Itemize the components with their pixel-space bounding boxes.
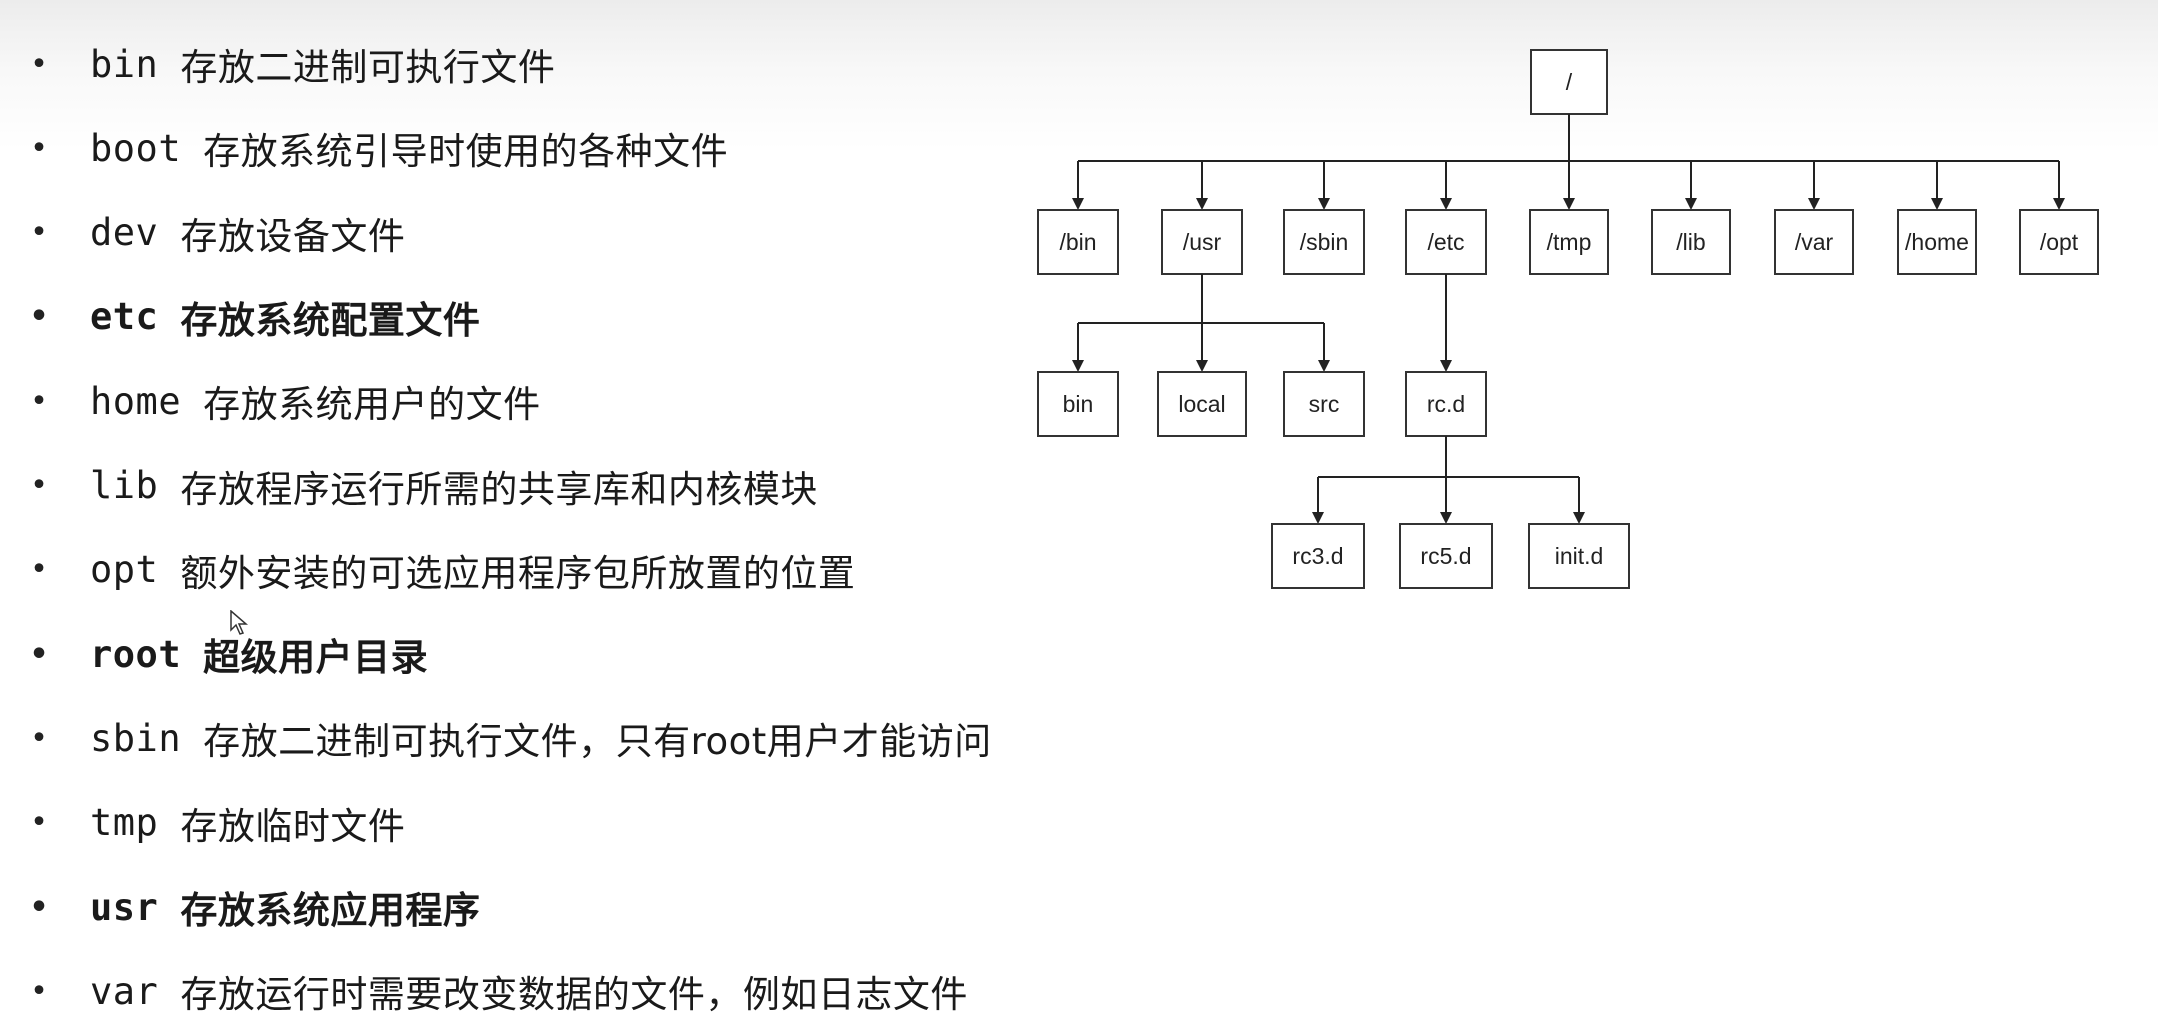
list-item-opt: • opt 额外安装的可选应用程序包所放置的位置 bbox=[30, 540, 855, 600]
directory-description: 存放二进制可执行文件 bbox=[180, 46, 556, 89]
bullet-icon: • bbox=[30, 720, 49, 756]
directory-name: boot bbox=[90, 126, 182, 170]
arrow-level1-3 bbox=[1440, 198, 1452, 210]
directory-description: 存放系统引导时使用的各种文件 bbox=[203, 130, 729, 174]
list-item-tmp: • tmp 存放临时文件 bbox=[30, 793, 405, 853]
node-level1-5-label: /lib bbox=[1676, 229, 1705, 255]
node-etc-child-0-box bbox=[1405, 371, 1487, 437]
directory-description: 存放临时文件 bbox=[180, 804, 406, 848]
node-level1-7-box bbox=[1897, 209, 1977, 275]
arrow-etc-0 bbox=[1440, 360, 1452, 372]
directory-description: 存放系统用户的文件 bbox=[203, 383, 541, 427]
arrow-level1-1 bbox=[1196, 198, 1208, 210]
node-level1-2-box bbox=[1283, 209, 1365, 275]
node-level1-7-label: /home bbox=[1905, 229, 1969, 255]
directory-name: usr bbox=[90, 885, 159, 929]
bullet-icon: • bbox=[30, 973, 49, 1009]
node-rcd-child-0-label: rc3.d bbox=[1292, 543, 1343, 569]
arrow-level1-0 bbox=[1072, 198, 1084, 210]
node-rcd-child-2-label: init.d bbox=[1555, 543, 1604, 569]
mouse-cursor-icon bbox=[230, 610, 249, 635]
arrow-level1-6 bbox=[1808, 198, 1820, 210]
directory-name: sbin bbox=[90, 716, 182, 760]
directory-description: 超级用户目录 bbox=[203, 636, 429, 680]
arrow-level1-7 bbox=[1931, 198, 1943, 210]
node-rcd-child-0-box bbox=[1271, 523, 1365, 589]
node-level1-4-label: /tmp bbox=[1547, 229, 1592, 255]
list-item-dev: • dev 存放设备文件 bbox=[30, 203, 405, 263]
node-rcd-child-2-box bbox=[1528, 523, 1630, 589]
directory-name: root bbox=[90, 632, 182, 676]
list-item-bin: • bin 存放二进制可执行文件 bbox=[30, 34, 555, 94]
node-level1-5-box bbox=[1651, 209, 1731, 275]
arrow-usr-1 bbox=[1196, 360, 1208, 372]
list-item-usr: • usr 存放系统应用程序 bbox=[30, 877, 480, 937]
list-item-boot: • boot 存放系统引导时使用的各种文件 bbox=[30, 118, 728, 178]
node-level1-6-box bbox=[1774, 209, 1854, 275]
directory-description: 存放运行时需要改变数据的文件，例如日志文件 bbox=[180, 973, 968, 1017]
node-usr-child-0-box bbox=[1037, 371, 1119, 437]
arrow-rcd-2 bbox=[1573, 512, 1585, 524]
bullet-icon: • bbox=[30, 383, 49, 419]
arrow-level1-5 bbox=[1685, 198, 1697, 210]
node-usr-child-2-box bbox=[1283, 371, 1365, 437]
arrow-level1-8 bbox=[2053, 198, 2065, 210]
list-item-sbin: • sbin 存放二进制可执行文件，只有root用户才能访问 bbox=[30, 708, 992, 768]
list-item-etc: • etc 存放系统配置文件 bbox=[30, 287, 480, 347]
node-rcd-child-1-label: rc5.d bbox=[1420, 543, 1471, 569]
node-level1-2-label: /sbin bbox=[1300, 229, 1349, 255]
directory-name: lib bbox=[90, 464, 159, 507]
directory-name: etc bbox=[90, 295, 159, 339]
bullet-icon: • bbox=[30, 130, 49, 166]
directory-name: var bbox=[90, 969, 159, 1013]
directory-name: home bbox=[90, 379, 182, 423]
bullet-icon: • bbox=[30, 215, 49, 251]
list-item-lib: • lib 存放程序运行所需的共享库和内核模块 bbox=[30, 456, 818, 516]
node-level1-3-label: /etc bbox=[1427, 229, 1464, 255]
bullet-icon: • bbox=[30, 299, 49, 335]
list-item-root: • root 超级用户目录 bbox=[30, 624, 428, 684]
bullet-icon: • bbox=[30, 552, 49, 588]
node-usr-child-0-label: bin bbox=[1063, 391, 1094, 417]
arrow-level1-2 bbox=[1318, 198, 1330, 210]
node-level1-4-box bbox=[1529, 209, 1609, 275]
arrow-usr-2 bbox=[1318, 360, 1330, 372]
arrow-rcd-1 bbox=[1440, 512, 1452, 524]
node-level1-8-label: /opt bbox=[2040, 229, 2079, 255]
arrow-level1-4 bbox=[1563, 198, 1575, 210]
directory-name: tmp bbox=[90, 801, 159, 845]
directory-description: 存放程序运行所需的共享库和内核模块 bbox=[180, 467, 818, 511]
node-level1-1-label: /usr bbox=[1183, 229, 1222, 255]
bullet-icon: • bbox=[30, 805, 49, 841]
node-usr-child-1-box bbox=[1157, 371, 1247, 437]
directory-name: dev bbox=[90, 211, 159, 255]
arrow-rcd-0 bbox=[1312, 512, 1324, 524]
node-rcd-child-1-box bbox=[1399, 523, 1493, 589]
bullet-icon: • bbox=[30, 636, 49, 672]
directory-description: 存放系统配置文件 bbox=[180, 298, 481, 342]
node-usr-child-2-label: src bbox=[1309, 391, 1340, 417]
node-etc-child-0-label: rc.d bbox=[1427, 391, 1465, 417]
bullet-icon: • bbox=[30, 46, 49, 82]
bullet-icon: • bbox=[30, 889, 49, 925]
directory-description: 额外安装的可选应用程序包所放置的位置 bbox=[180, 551, 856, 595]
directory-description: 存放系统应用程序 bbox=[180, 889, 481, 932]
bullet-icon: • bbox=[30, 468, 49, 503]
directory-description: 存放二进制可执行文件，只有root用户才能访问 bbox=[203, 720, 992, 764]
arrow-usr-0 bbox=[1072, 360, 1084, 372]
directory-name: opt bbox=[90, 548, 159, 592]
node-level1-6-label: /var bbox=[1795, 229, 1834, 255]
node-level1-0-box bbox=[1037, 209, 1119, 275]
node-root-label: / bbox=[1566, 69, 1573, 95]
directory-name: bin bbox=[90, 42, 159, 86]
directory-description: 存放设备文件 bbox=[180, 214, 406, 258]
node-level1-8-box bbox=[2019, 209, 2099, 275]
list-item-var: • var 存放运行时需要改变数据的文件，例如日志文件 bbox=[30, 961, 968, 1021]
list-item-home: • home 存放系统用户的文件 bbox=[30, 371, 541, 431]
node-usr-child-1-label: local bbox=[1178, 391, 1225, 417]
node-level1-0-label: /bin bbox=[1059, 229, 1096, 255]
